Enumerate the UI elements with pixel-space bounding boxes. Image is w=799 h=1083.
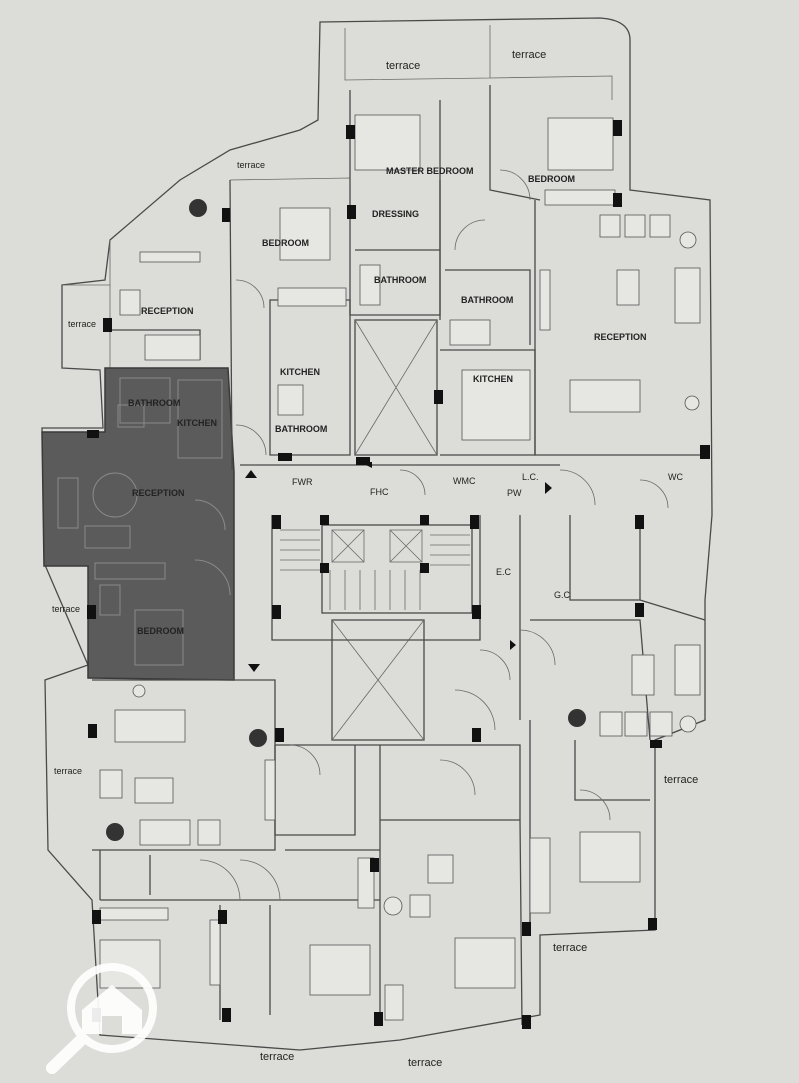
terrace-label-left-a: terrace: [68, 319, 96, 329]
terrace-label-bottom-a: terrace: [260, 1051, 294, 1063]
fwr-label: FWR: [292, 477, 313, 487]
gc-label: G.C: [554, 590, 571, 600]
reception-label-right: RECEPTION: [594, 332, 647, 342]
bathroom-label-highlight: BATHROOM: [128, 398, 180, 408]
interior-walls: [92, 85, 706, 1026]
wmc-label: WMC: [453, 476, 476, 486]
ec-label: E.C: [496, 567, 512, 577]
reception-label-top-left: RECEPTION: [141, 306, 194, 316]
door-swings: [199, 169, 669, 901]
kitchen-label-left: KITCHEN: [280, 367, 320, 377]
master-bedroom-label: MASTER BEDROOM: [386, 166, 474, 176]
lc-label: L.C.: [522, 472, 539, 482]
kitchen-label-highlight: KITCHEN: [177, 418, 217, 428]
bedroom-label-top-left: BEDROOM: [262, 238, 309, 248]
terrace-label-top-left: terrace: [386, 60, 420, 72]
bedroom-label-top-right: BEDROOM: [528, 174, 575, 184]
bathroom-label-right: BATHROOM: [461, 295, 513, 305]
terrace-label-upper-left: terrace: [237, 160, 265, 170]
building-outline: [41, 17, 713, 1051]
reception-label-highlight: RECEPTION: [132, 488, 185, 498]
wc-label: WC: [668, 472, 683, 482]
highlighted-unit: [41, 367, 235, 681]
terrace-label-right-a: terrace: [664, 774, 698, 786]
plant-icons: [106, 199, 586, 841]
house-search-logo-icon: [46, 963, 157, 1074]
terrace-label-left-c: terrace: [54, 766, 82, 776]
terrace-label-bottom-b: terrace: [408, 1057, 442, 1069]
room-labels: terrace terrace terrace terrace terrace …: [52, 49, 698, 1069]
bathroom-label-left: BATHROOM: [275, 424, 327, 434]
direction-arrows: [245, 462, 552, 672]
kitchen-label-center: KITCHEN: [473, 374, 513, 384]
terrace-label-top-right: terrace: [512, 49, 546, 61]
fhc-label: FHC: [370, 487, 389, 497]
terrace-label-right-b: terrace: [553, 942, 587, 954]
central-core: [280, 319, 473, 741]
dressing-label: DRESSING: [372, 209, 419, 219]
terrace-label-left-b: terrace: [52, 604, 80, 614]
pw-label: PW: [507, 488, 522, 498]
furniture: [99, 114, 701, 1021]
highlighted-unit-furniture: [57, 377, 231, 666]
bedroom-label-highlight: BEDROOM: [137, 626, 184, 636]
structural-columns: [87, 120, 710, 1029]
bathroom-label-center: BATHROOM: [374, 275, 426, 285]
